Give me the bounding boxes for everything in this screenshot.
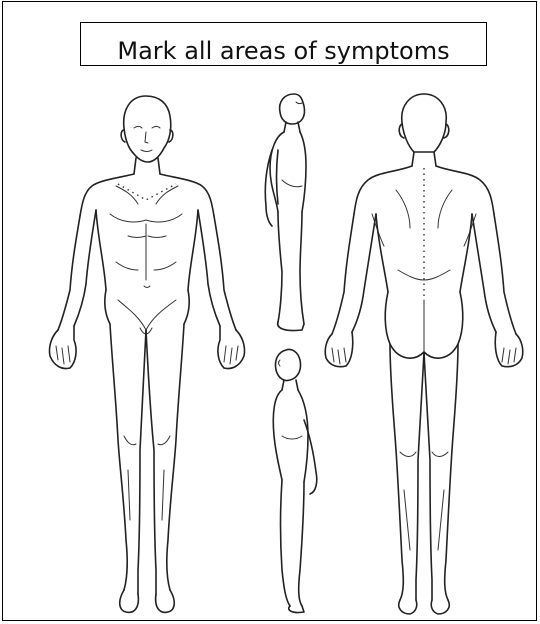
body-back-view[interactable] [325,94,523,614]
body-side-view-lower[interactable] [273,349,316,612]
body-side-view-upper[interactable] [265,94,306,331]
body-front-view[interactable] [49,96,244,612]
